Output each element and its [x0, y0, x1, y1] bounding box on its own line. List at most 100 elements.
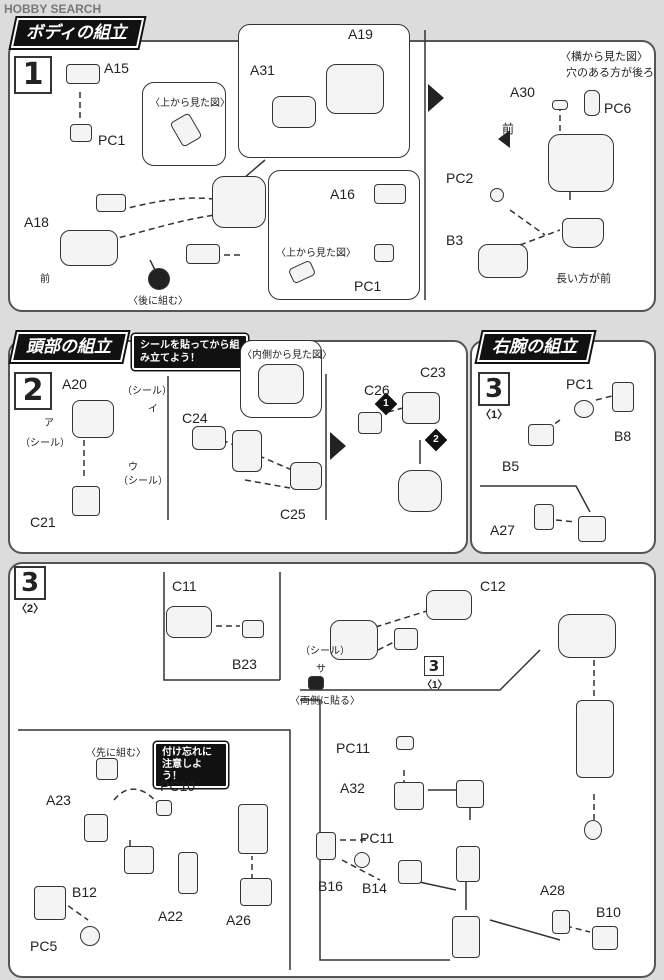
sticker-a-tag: ア — [44, 418, 54, 429]
part-a15 — [66, 64, 100, 84]
part-combine-later — [148, 268, 170, 290]
part-b14 — [398, 860, 422, 884]
section-2-title: 頭部の組立 — [10, 332, 129, 362]
front-label-1: 前 — [40, 274, 50, 285]
part-pc11 — [396, 736, 414, 750]
sticker-label-3: （シール） — [118, 476, 168, 487]
part-ref-joint — [394, 628, 418, 650]
part-elbow — [456, 780, 484, 808]
section-1-title: ボディの組立 — [10, 18, 145, 48]
part-b5 — [528, 424, 554, 446]
part-waist — [562, 218, 604, 248]
inner-view-label: 〈内側から見た図〉 — [242, 350, 332, 361]
front-label-2: 前 — [502, 122, 515, 136]
part-pc6 — [584, 90, 600, 116]
label-pc1b: PC1 — [354, 278, 382, 294]
label-c11: C11 — [172, 578, 197, 594]
part-forearm-shell — [330, 620, 378, 660]
ref-section-sub: 〈1〉 — [422, 680, 448, 691]
part-c23 — [402, 392, 440, 424]
label-pc2: PC2 — [446, 170, 474, 186]
part-shoulder-small — [584, 820, 602, 840]
section-3-1-title: 右腕の組立 — [476, 332, 595, 362]
part-combine-first — [96, 758, 118, 780]
part-b23 — [242, 620, 264, 638]
label-a16: A16 — [330, 186, 355, 202]
part-head-assembled — [398, 470, 442, 512]
part-a26 — [240, 878, 272, 906]
part-c24 — [192, 426, 226, 450]
part-b3 — [478, 244, 528, 278]
label-b12: B12 — [72, 884, 97, 900]
label-a22: A22 — [158, 908, 183, 924]
part-body-side — [548, 134, 614, 192]
label-pc10: PC10 — [160, 778, 196, 794]
part-a19 — [326, 64, 384, 114]
label-pc1: PC1 — [98, 132, 126, 148]
label-a18: A18 — [24, 214, 49, 230]
label-a15: A15 — [104, 60, 129, 76]
part-head-center — [232, 430, 262, 472]
part-b10 — [592, 926, 618, 950]
top-view-label-2: 〈上から見た図〉 — [276, 248, 356, 259]
sticker-i-tag: イ — [148, 404, 158, 415]
part-b8 — [612, 382, 634, 412]
label-b3: B3 — [446, 232, 464, 248]
section-2-flow-arrow — [330, 432, 346, 460]
label-b14: B14 — [362, 880, 387, 896]
label-a31: A31 — [250, 62, 275, 78]
part-upper-arm — [456, 846, 480, 882]
part-c11 — [166, 606, 212, 638]
label-c24: C24 — [182, 410, 208, 426]
part-body-core — [212, 176, 266, 228]
part-a18 — [60, 230, 118, 266]
part-a32 — [394, 782, 424, 810]
label-c21: C21 — [30, 514, 56, 530]
a31-bubble — [238, 24, 410, 158]
label-b16: B16 — [318, 878, 343, 894]
part-a30 — [552, 100, 568, 110]
section-3-1-number: 3 — [478, 372, 510, 406]
dont-forget-note: 付け忘れに注意しよう！ — [154, 742, 228, 788]
section-1-number: 1 — [14, 56, 52, 94]
label-b5: B5 — [502, 458, 520, 474]
part-pc11b — [354, 852, 370, 868]
label-a20: A20 — [62, 376, 87, 392]
part-hand-block — [238, 804, 268, 854]
hole-side-label: 穴のある方が後ろ — [566, 67, 654, 79]
part-pc10 — [156, 800, 172, 816]
label-pc6: PC6 — [604, 100, 632, 116]
section-3-2-sub: 〈2〉 — [16, 603, 45, 615]
label-pc11: PC11 — [336, 740, 370, 756]
label-c12: C12 — [480, 578, 506, 594]
label-b10: B10 — [596, 904, 621, 920]
label-a19: A19 — [348, 26, 373, 42]
combine-later-label: 〈後に組む〉 — [128, 296, 188, 307]
part-c25 — [290, 462, 322, 490]
label-a30: A30 — [510, 84, 535, 100]
part-lower-peg — [186, 244, 220, 264]
part-inner-head — [258, 364, 304, 404]
part-pc2 — [490, 188, 504, 202]
part-a31 — [272, 96, 316, 128]
part-c12 — [426, 590, 472, 620]
front-arrow — [498, 130, 510, 148]
part-arm-full — [576, 700, 614, 778]
watermark: HOBBY SEARCH — [4, 2, 102, 16]
long-side-label: 長い方が前 — [556, 273, 611, 285]
sticker-label-1: （シール） — [122, 386, 172, 397]
side-view-label: 〈横から見た図〉 — [560, 51, 648, 63]
ref-section-number: 3 — [424, 656, 444, 676]
both-sides-label: 〈両側に貼る〉 — [290, 696, 360, 707]
part-forearm-assembled — [558, 614, 616, 658]
label-a23: A23 — [46, 792, 71, 808]
label-pc1-arm: PC1 — [566, 376, 594, 392]
sticker-label-sa: （シール） — [300, 646, 350, 657]
part-hand-mid — [124, 846, 154, 874]
part-shoulder-left — [96, 194, 126, 212]
both-sides-icon — [308, 676, 324, 690]
part-pc1 — [70, 124, 92, 142]
part-b12 — [34, 886, 66, 920]
label-c25: C25 — [280, 506, 306, 522]
